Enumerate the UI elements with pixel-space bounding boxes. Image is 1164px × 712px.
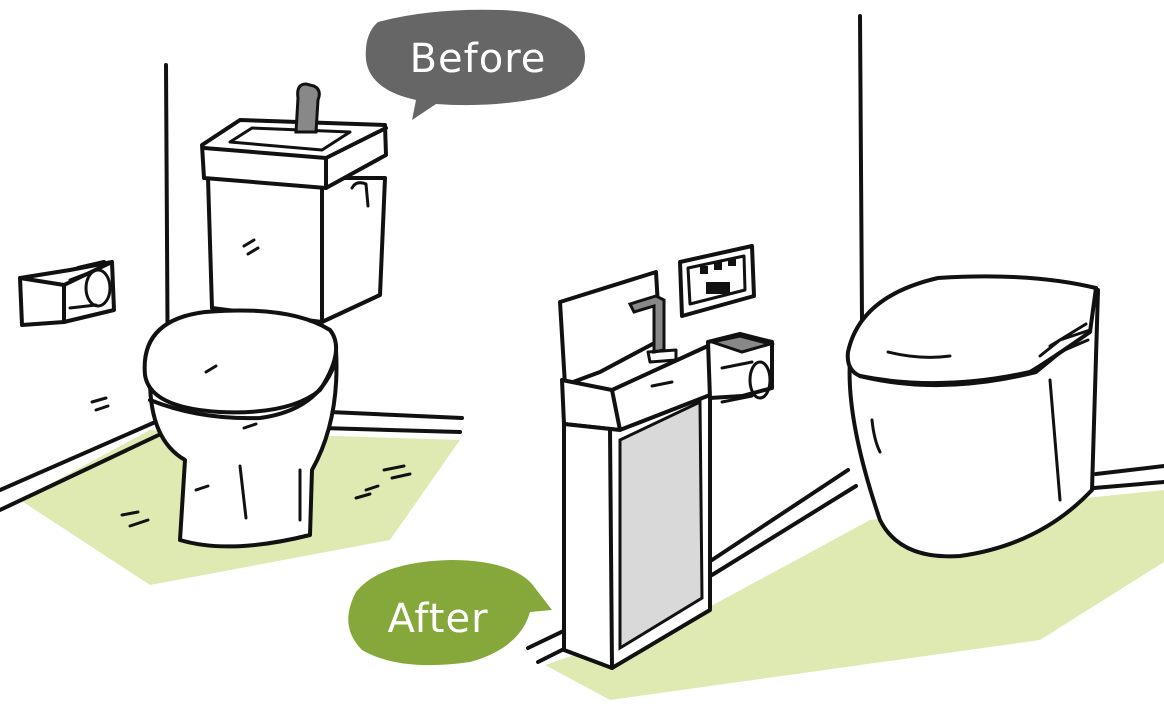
after-speech-bubble: After: [348, 560, 552, 666]
before-baseboard-right: [320, 410, 464, 434]
cabinet-panel: [618, 399, 704, 651]
after-baseboard-right: [1092, 464, 1164, 490]
paper-holder-after: [706, 332, 776, 404]
remote-control-panel: [678, 244, 756, 318]
toilet-tank-before: [200, 82, 388, 324]
cabinet-after: [558, 270, 714, 670]
toilet-bowl-before: [142, 308, 339, 549]
tankless-toilet-after: [845, 274, 1100, 559]
after-label: After: [387, 596, 488, 642]
before-speech-bubble: Before: [365, 9, 586, 120]
before-label: Before: [410, 36, 547, 82]
paper-holder-before: [18, 260, 116, 327]
after-scene: [526, 14, 1164, 700]
before-baseboard-left: [0, 418, 167, 512]
tank-faucet: [294, 82, 321, 134]
before-scene: [0, 63, 464, 585]
before-floor-marks: [90, 396, 412, 528]
after-wall-corner: [858, 14, 864, 322]
